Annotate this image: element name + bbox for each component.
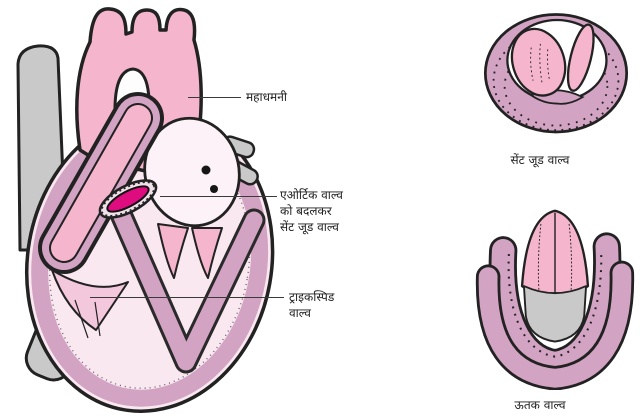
leaflet-disc-left xyxy=(510,27,567,97)
frame-inner xyxy=(491,235,619,375)
label-aorta: महाधमनी xyxy=(246,90,287,104)
cuff-stitches-outer xyxy=(492,30,620,132)
leaflet-texture xyxy=(530,43,551,85)
leader-line-aorta xyxy=(188,97,241,98)
tricuspid-leaflets xyxy=(51,269,129,331)
mitral-leaflet-right xyxy=(191,227,223,279)
leaflet-disc-right xyxy=(566,23,595,92)
label-tricuspid-valve: ट्राइकस्पिड वाल्व xyxy=(289,289,334,321)
tissue-valve-illustration xyxy=(475,209,635,390)
st-jude-valve-illustration xyxy=(483,13,629,134)
pulmonary-trunk-lumen xyxy=(51,105,151,261)
leader-line-aortic-valve xyxy=(160,196,277,197)
pulmonary-vein-opening-2 xyxy=(210,185,218,193)
valve-cuff-gray xyxy=(523,285,587,343)
septum-band xyxy=(111,203,263,371)
label-tricuspid-line1: ट्राइकस्पिड xyxy=(289,290,335,304)
frame-outer xyxy=(478,263,632,388)
label-tricuspid-line2: वाल्व xyxy=(289,306,311,320)
caption-tissue-valve: ऊतक वाल्व xyxy=(514,398,566,412)
label-aortic-valve-note-line1: एओर्टिक वाल्व xyxy=(280,188,343,202)
cuff-stitches-inner xyxy=(503,45,609,127)
leader-line-tricuspid xyxy=(90,297,284,298)
heart-illustration xyxy=(16,7,275,413)
heart-inner-stipple xyxy=(48,135,251,389)
leaflet-creases xyxy=(537,223,573,292)
caption-st-jude-valve: सेंट जूड वाल्व xyxy=(510,153,570,167)
implanted-prosthetic-valve xyxy=(98,179,158,219)
label-aortic-valve-note: एओर्टिक वाल्व को बदलकर सेंट जूड वाल्व xyxy=(280,187,343,235)
pulmonary-vein-opening-1 xyxy=(201,165,211,175)
label-aortic-valve-note-line2: को बदलकर xyxy=(280,204,332,218)
label-aortic-valve-note-line3: सेंट जूड वाल्व xyxy=(280,220,339,234)
frame-stitches xyxy=(507,250,603,358)
tricuspid-chordae xyxy=(74,299,101,339)
mitral-leaflet-left xyxy=(157,223,189,279)
